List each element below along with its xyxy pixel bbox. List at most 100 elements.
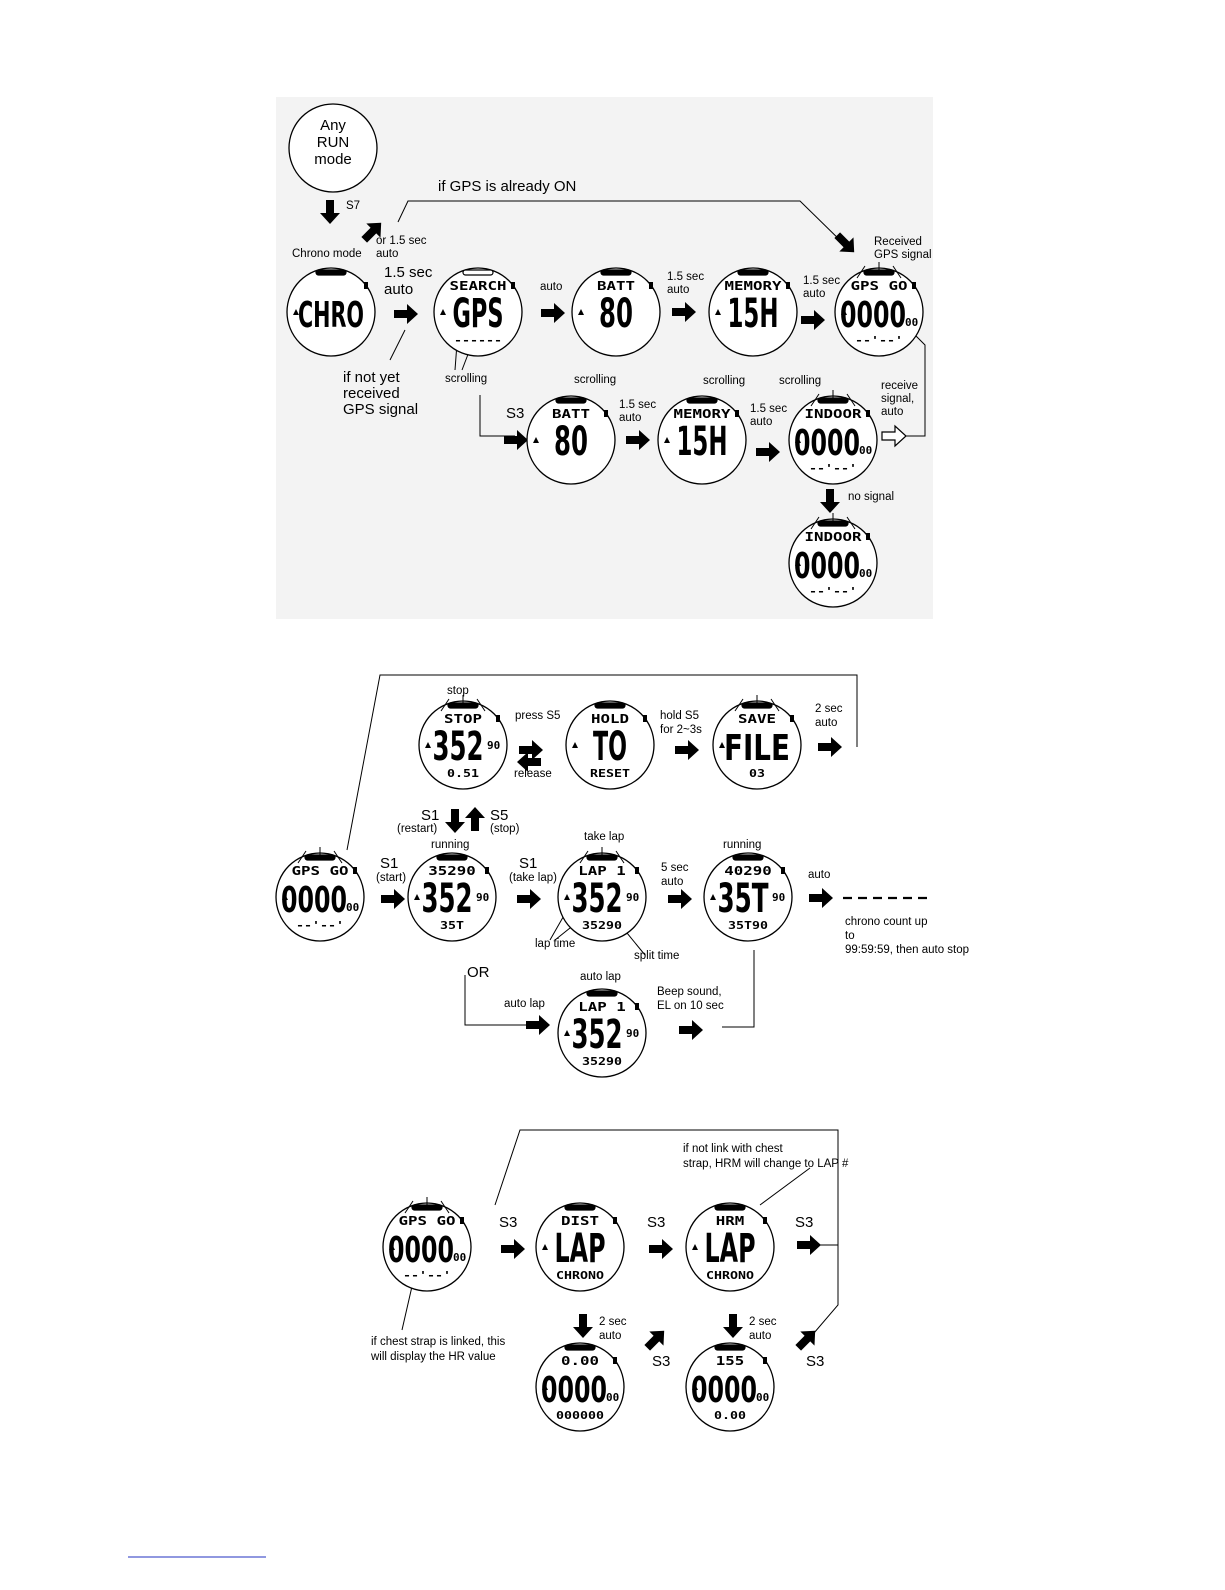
label-s3-3: S3 bbox=[647, 1214, 665, 1231]
screen-top-text: MEMORY bbox=[674, 407, 732, 421]
screen-sub-text: CHRONO bbox=[556, 1270, 604, 1282]
label-running-2: running bbox=[723, 839, 761, 851]
screen-main-text: LAP bbox=[705, 1226, 756, 1272]
screen-top-text: 155 bbox=[716, 1354, 745, 1368]
screen-main-text: 35T bbox=[718, 876, 769, 922]
arrow-s3 bbox=[504, 430, 528, 450]
label-s3-5: S3 bbox=[652, 1353, 670, 1370]
screen-top-text: BATT bbox=[597, 279, 635, 293]
label-s5: S5 bbox=[490, 807, 508, 824]
screen-small-digits: 90 bbox=[476, 891, 489, 904]
screen-top-text: SEARCH bbox=[450, 279, 507, 293]
arrow-s5-stop bbox=[465, 807, 485, 831]
screen-small-digits: 00 bbox=[756, 1391, 769, 1404]
screen-top-text: 40290 bbox=[724, 864, 772, 878]
screen-small-digits: 00 bbox=[346, 901, 359, 914]
screen-sub-text: 35290 bbox=[582, 1056, 622, 1068]
arrow-batt2-memory2 bbox=[626, 430, 650, 450]
screen-main-text: 0000 bbox=[281, 880, 347, 921]
arrow-memory-gps bbox=[801, 310, 825, 330]
screen-main-text: LAP bbox=[555, 1226, 606, 1272]
arrow-receive-signal bbox=[881, 424, 907, 448]
arrow-gps-on bbox=[834, 232, 855, 253]
label-press-s5: press S5 bbox=[515, 710, 560, 722]
arrow-s3-next bbox=[797, 1235, 821, 1255]
screen-main-text: 0000 bbox=[794, 546, 860, 587]
screen-main-text: 0000 bbox=[691, 1370, 757, 1411]
arrow-save-auto bbox=[818, 737, 842, 757]
label-running-1: running bbox=[431, 839, 469, 851]
label-s3-2: S3 bbox=[499, 1214, 517, 1231]
screen-sub-text: 0.51 bbox=[447, 768, 479, 780]
screen-top-text: HRM bbox=[716, 1214, 745, 1228]
arrow-auto-lap bbox=[526, 1015, 550, 1035]
label-s1-3: S1 bbox=[519, 855, 537, 872]
arrow-s1-restart bbox=[445, 809, 465, 833]
screen-small-digits: 90 bbox=[487, 739, 500, 752]
screen-top-text: DIST bbox=[561, 1214, 599, 1228]
screen-main-text: 0000 bbox=[840, 295, 906, 336]
screen-sub-text: --'--' bbox=[855, 335, 903, 347]
label-s3-1: S3 bbox=[506, 405, 524, 422]
screen-sub-text: --'--' bbox=[809, 586, 857, 598]
screen-main-text: 352 bbox=[572, 876, 623, 922]
screen-small-digits: 00 bbox=[859, 444, 872, 457]
screen-sub-text: CHRONO bbox=[706, 1270, 754, 1282]
arrow-press-s5 bbox=[519, 740, 543, 760]
label-auto-lap: auto lap bbox=[580, 971, 621, 983]
screen-sub-text: RESET bbox=[590, 768, 630, 780]
arrow-group bbox=[320, 200, 928, 1351]
screen-sub-text: --'--' bbox=[403, 1270, 451, 1282]
screen-small-digits: 00 bbox=[453, 1251, 466, 1264]
arrow-beep bbox=[679, 1020, 703, 1040]
screen-sub-text: 000000 bbox=[556, 1410, 604, 1422]
screen-sub-text: 35T bbox=[440, 920, 464, 932]
arrow-5sec bbox=[668, 889, 692, 909]
label-s7: S7 bbox=[346, 200, 360, 212]
arrow-2sec-2 bbox=[723, 1314, 743, 1338]
screen-main-text: CHRO bbox=[298, 295, 364, 336]
arrow-search-batt bbox=[541, 303, 565, 323]
screen-sub-text: 03 bbox=[749, 768, 765, 780]
screen-main-text: 0000 bbox=[794, 423, 860, 464]
label-split-time: split time bbox=[634, 950, 679, 962]
screen-top-text: STOP bbox=[444, 712, 482, 726]
screen-top-text: 35290 bbox=[428, 864, 476, 878]
screen-small-digits: 90 bbox=[626, 1027, 639, 1040]
arrow-hold-s5 bbox=[675, 740, 699, 760]
label-s1-1: S1 bbox=[421, 807, 439, 824]
screen-sub-text: 35290 bbox=[582, 920, 622, 932]
arrow-batt-memory bbox=[672, 302, 696, 322]
arrow-memory2-indoor bbox=[756, 442, 780, 462]
arrow-s3-back1 bbox=[644, 1330, 665, 1351]
screen-small-digits: 00 bbox=[905, 316, 918, 329]
screen-small-digits: 00 bbox=[606, 1391, 619, 1404]
